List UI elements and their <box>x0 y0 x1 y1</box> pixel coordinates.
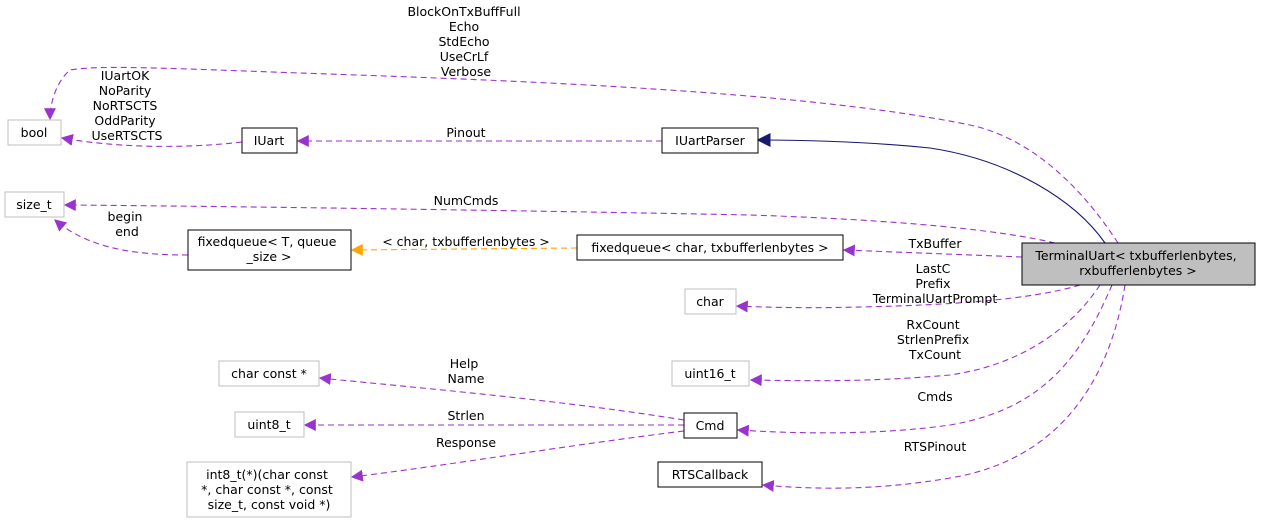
edge-label-char-members: LastC Prefix TerminalUartPrompt <box>872 261 998 306</box>
node-fixedqueue-char[interactable]: fixedqueue< char, txbufferlenbytes > <box>576 234 844 261</box>
edge-label-uint16-members: RxCount StrlenPrefix TxCount <box>897 317 973 362</box>
svg-text:char const *: char const * <box>231 366 307 381</box>
edge-label-help-name: Help Name <box>448 356 485 386</box>
node-cmd[interactable]: Cmd <box>683 412 738 439</box>
edge-terminal-to-bool <box>44 66 1119 244</box>
svg-text:uint8_t: uint8_t <box>247 417 290 432</box>
svg-text:fixedqueue< T, queue _si: fixedqueue< T, queue _size > <box>198 234 341 264</box>
edge-terminal-to-char <box>735 284 1081 313</box>
edge-label-strlen: Strlen <box>447 408 484 423</box>
node-char: char <box>684 288 737 315</box>
node-fixedqueue-template[interactable]: fixedqueue< T, queue _size > <box>187 229 352 271</box>
edge-cmd-to-char-const-ptr <box>318 373 685 421</box>
node-rtscallback[interactable]: RTSCallback <box>657 461 763 488</box>
edge-label-bool-from-terminal: BlockOnTxBuffFull Echo StdEcho UseCrLf V… <box>407 4 524 79</box>
svg-text:char: char <box>696 294 724 309</box>
edge-iuart-to-bool <box>60 133 243 147</box>
edge-terminal-to-rtscallback <box>761 284 1126 492</box>
edge-cmd-to-int8-fn <box>350 430 685 482</box>
svg-text:int8_t(*)(char const *,: int8_t(*)(char const *, char const *, co… <box>201 467 337 512</box>
svg-text:fixedqueue< char, txbufferlenb: fixedqueue< char, txbufferlenbytes > <box>591 240 828 255</box>
node-size-t: size_t <box>4 191 65 218</box>
svg-text:TerminalUart< txbufferlenbytes: TerminalUart< txbufferlenbytes, rxbuffer… <box>1034 248 1240 278</box>
edge-label-rtspinout: RTSPinout <box>904 439 967 454</box>
edge-fixedqueue-to-size-t <box>54 219 189 256</box>
node-iuart[interactable]: IUart <box>241 127 298 154</box>
edge-template-instantiation <box>350 243 578 256</box>
svg-text:IUart: IUart <box>254 133 285 148</box>
edge-terminal-to-uint16 <box>749 284 1101 387</box>
edge-label-response: Response <box>436 435 496 450</box>
svg-text:Cmd: Cmd <box>696 418 725 433</box>
edge-label-bool-from-iuart: IUartOK NoParity NoRTSCTS OddParity UseR… <box>92 68 163 143</box>
edge-terminal-to-iuartparser <box>756 133 1106 244</box>
edge-label-cmds: Cmds <box>917 389 952 404</box>
svg-text:RTSCallback: RTSCallback <box>672 467 749 482</box>
edge-terminal-to-cmd <box>736 284 1113 437</box>
svg-text:uint16_t: uint16_t <box>684 366 735 381</box>
edge-label-pinout: Pinout <box>446 125 485 140</box>
edge-label-txbuffer: TxBuffer <box>908 236 963 251</box>
node-int8-fn-ptr: int8_t(*)(char const *, char const *, co… <box>186 461 352 518</box>
node-terminal-uart[interactable]: TerminalUart< txbufferlenbytes, rxbuffer… <box>1021 242 1256 286</box>
node-iuartparser[interactable]: IUartParser <box>661 127 759 154</box>
node-char-const-ptr: char const * <box>218 360 320 387</box>
edge-label-begin-end: begin end <box>108 209 147 239</box>
svg-text:bool: bool <box>21 125 48 140</box>
edge-label-numcmds: NumCmds <box>434 193 499 208</box>
svg-text:IUartParser: IUartParser <box>675 133 746 148</box>
node-bool: bool <box>7 119 62 146</box>
edge-terminal-to-size-t <box>63 199 1056 244</box>
node-uint8-t: uint8_t <box>234 411 305 438</box>
svg-text:size_t: size_t <box>16 197 51 212</box>
edge-terminal-to-fixedqueue-char <box>842 244 1023 258</box>
node-uint16-t: uint16_t <box>671 360 750 387</box>
edge-label-template-args: < char, txbufferlenbytes > <box>382 234 550 249</box>
